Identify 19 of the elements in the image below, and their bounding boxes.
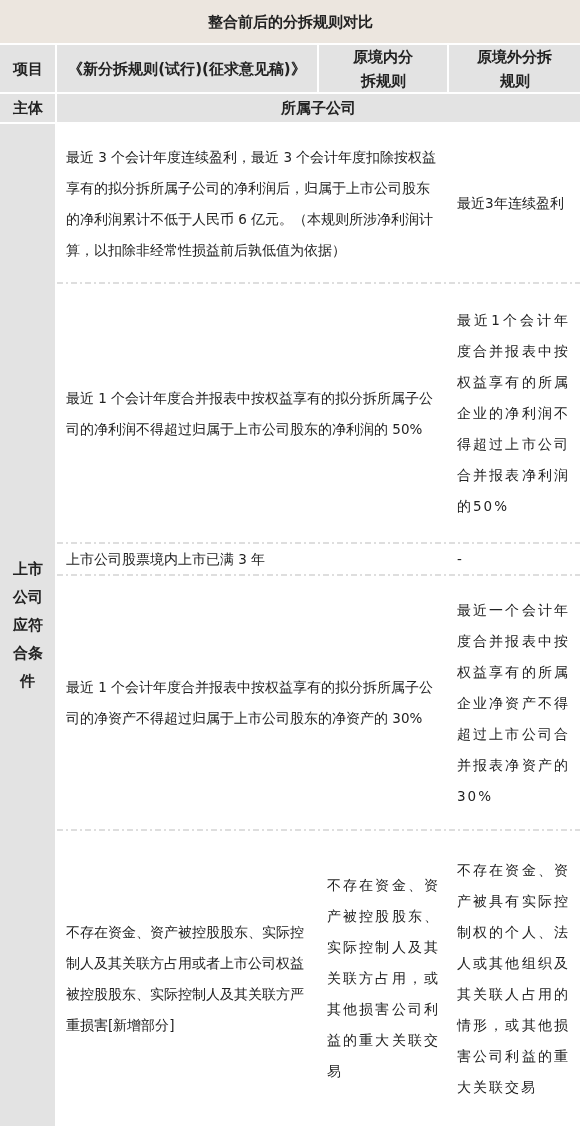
header-cell: 项目 [0, 45, 55, 92]
header-cell: 原境外分拆规则 [449, 45, 580, 92]
rule-text: 最近1个会计年度合并报表中按权益享有的所属企业的净利润不得超过上市公司合并报表净利润的50% [456, 311, 571, 516]
rule-text: 最近 1 个会计年度合并报表中按权益享有的拟分拆所属子公司的净利润不得超过归属于上市公司股东的净利润的 50% [65, 388, 435, 439]
row-header: 上市公司应符合条件 [0, 124, 55, 1126]
header-cell: 主体 [0, 94, 55, 122]
header-cell: 《新分拆规则(试行)(征求意见稿)》 [57, 45, 317, 92]
title-bar: 整合前后的分拆规则对比 [0, 0, 580, 43]
rule-text: - [456, 550, 463, 569]
rule-text: 最近 3 个会计年度连续盈利，最近 3 个会计年度扣除按权益享有的拟分拆所属子公司的净利润后，归属于上市公司股东的净利润累计不低于人民币 6 亿元。（本规则所涉净利润计算，以扣除非经常性损益前后孰低值为依据） [65, 147, 438, 260]
rule-text: 最近 1 个会计年度合并报表中按权益享有的拟分拆所属子公司的净资产不得超过归属于上市公司股东的净资产的 30% [65, 678, 435, 728]
rule-text: 不存在资金、资产被具有实际控制权的个人、法人或其他组织及其关联人占用的情形，或其他损害公司利益的重大关联交易 [455, 860, 571, 1097]
rule-text: 不存在资金、资产被控股股东、实际控制人及其关联方占用，或其他损害公司利益的重大关联交易 [326, 876, 439, 1081]
header-cell: 原境内分拆规则 [319, 45, 447, 92]
rule-text: 不存在资金、资产被控股股东、实际控制人及其关联方占用或者上市公司权益被控股股东、实际控制人及其关联方严重损害[新增部分] [65, 922, 305, 1035]
rule-text: 上市公司股票境内上市已满 3 年 [65, 550, 267, 569]
header-cell: 所属子公司 [57, 94, 580, 122]
rule-text: 最近3年连续盈利 [456, 194, 565, 213]
rule-text: 最近一个会计年度合并报表中按权益享有的所属企业净资产不得超过上市公司合并报表净资产的30% [456, 600, 571, 806]
